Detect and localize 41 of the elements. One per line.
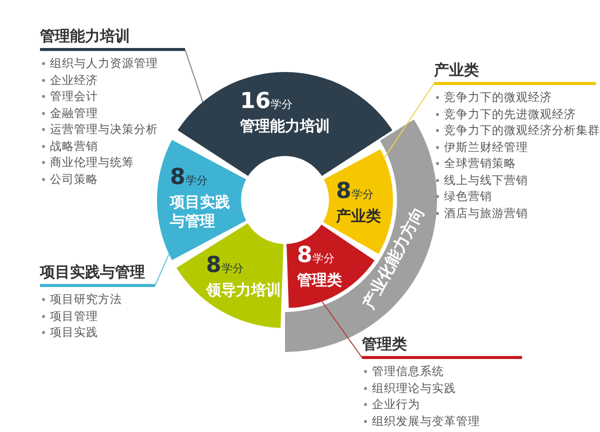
- bullet-item: 伊斯兰财经管理: [434, 138, 528, 155]
- segment-label: 项目实践与管理: [170, 193, 231, 231]
- bullet-item: 管理信息系统: [362, 363, 444, 380]
- segment-label: 领导力培训: [206, 281, 282, 300]
- bullet-item: 组织发展与变革管理: [362, 412, 480, 429]
- bullet-item: 全球营销策略: [434, 155, 516, 172]
- leader-line: [154, 254, 170, 286]
- bullet-item: 项目实践: [40, 324, 98, 340]
- callout-heading: 产业类: [434, 60, 479, 80]
- callout-heading: 管理能力培训: [40, 26, 130, 46]
- segment-label: 管理类: [297, 271, 343, 290]
- credit-value: 8学分: [336, 180, 374, 206]
- bullet-item: 企业行为: [362, 396, 420, 412]
- bullet-item: 管理会计: [40, 88, 98, 104]
- leader-line: [321, 300, 362, 358]
- bullet-item: 线上与线下营销: [434, 172, 528, 188]
- credit-value: 8学分: [170, 166, 208, 192]
- bullet-item: 竞争力下的先进微观经济: [434, 106, 576, 122]
- bullet-item: 运营管理与决策分析: [40, 121, 158, 138]
- segment-label: 产业类: [336, 207, 382, 226]
- bullet-item: 金融管理: [40, 104, 98, 121]
- bullet-item: 企业经济: [40, 72, 98, 88]
- bullet-item: 战略营销: [40, 138, 98, 154]
- bullet-item: 竞争力下的微观经济分析集群: [434, 122, 600, 138]
- leader-line: [184, 49, 204, 102]
- bullet-item: 公司策略: [40, 170, 98, 187]
- credit-value: 16学分: [240, 90, 293, 116]
- bullet-item: 商业伦理与统筹: [40, 154, 134, 170]
- leader-line: [384, 83, 434, 158]
- segment-label: 管理能力培训: [240, 117, 331, 136]
- bullet-item: 酒店与旅游营销: [434, 204, 528, 221]
- callout-heading: 项目实践与管理: [40, 262, 145, 282]
- credit-value: 8学分: [206, 254, 244, 280]
- bullet-item: 项目研究方法: [40, 291, 122, 308]
- credit-value: 8学分: [297, 244, 334, 270]
- bullet-item: 项目管理: [40, 308, 98, 324]
- bullet-item: 组织理论与实践: [362, 380, 456, 396]
- callout-heading: 管理类: [362, 334, 407, 354]
- bullet-item: 组织与人力资源管理: [40, 55, 158, 72]
- bullet-item: 绿色营销: [434, 188, 492, 204]
- bullet-item: 竞争力下的微观经济: [434, 89, 552, 106]
